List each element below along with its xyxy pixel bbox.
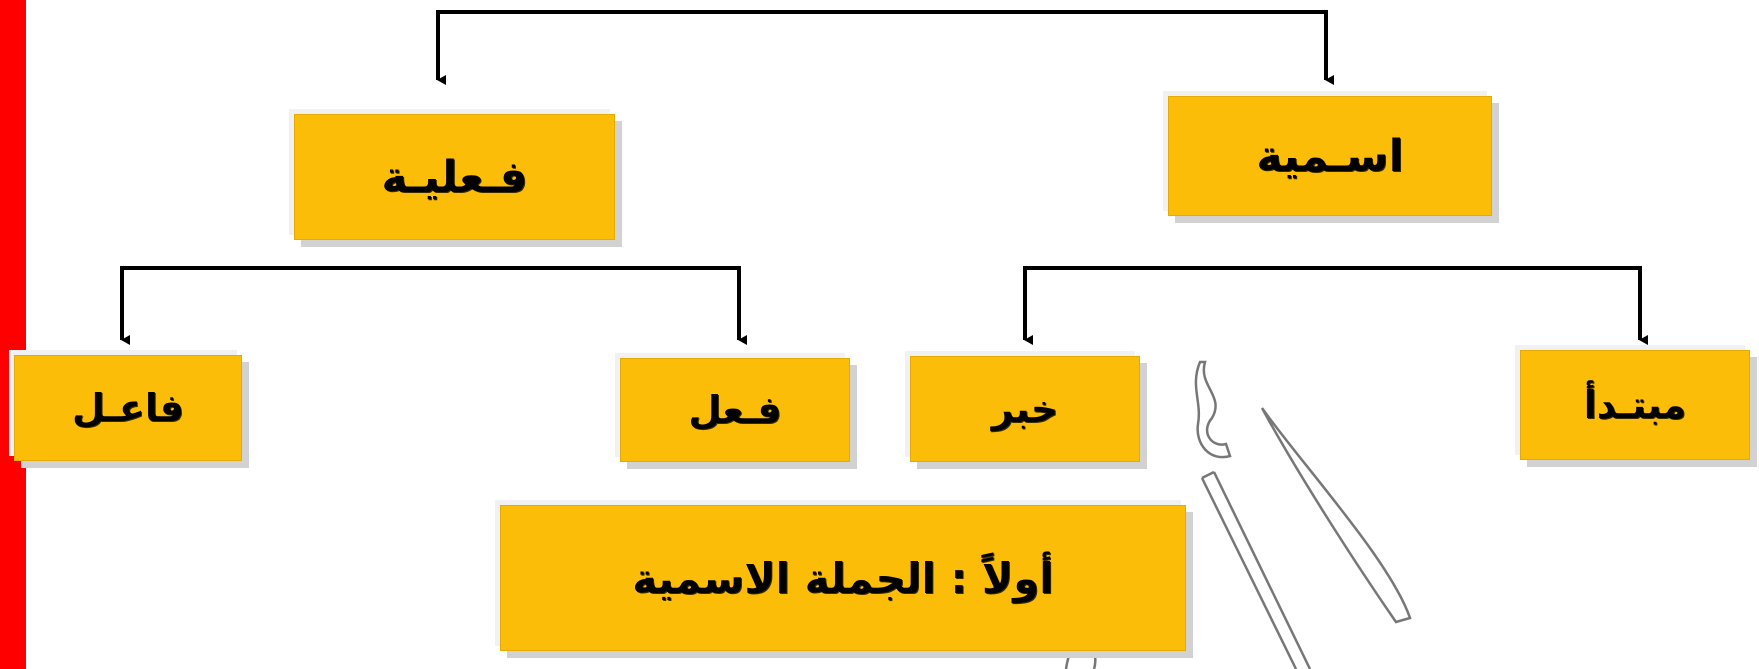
node-subject: مبتـدأ [1520,350,1750,460]
node-verbal-sentence: فـعليـة [294,114,615,240]
top-bracket-connector [436,10,1328,78]
node-nominal-sentence: اسـمية [1168,96,1492,216]
nominal-bracket-connector [1023,266,1642,338]
node-verb-label: فـعل [688,388,782,432]
node-predicate-label: خبر [991,387,1059,431]
verbal-bracket-connector [120,266,741,338]
section-title: أولاً : الجملة الاسمية [632,553,1054,603]
node-subject-label: مبتـدأ [1583,383,1687,427]
node-doer: فاعـل [14,355,242,461]
node-predicate: خبر [910,356,1140,462]
node-doer-label: فاعـل [72,386,185,430]
section-title-box: أولاً : الجملة الاسمية [500,505,1186,651]
node-nominal-label: اسـمية [1256,130,1404,182]
node-verbal-label: فـعليـة [381,151,528,203]
side-accent-bar [0,0,26,669]
node-verb: فـعل [620,358,850,462]
